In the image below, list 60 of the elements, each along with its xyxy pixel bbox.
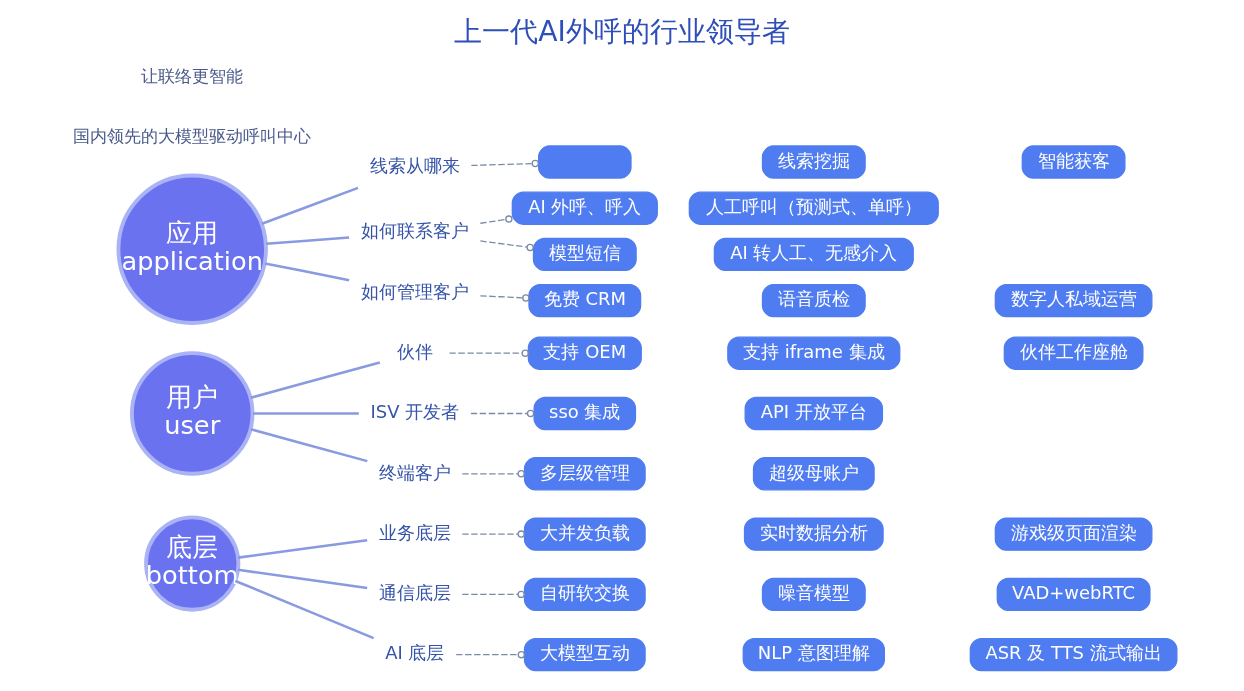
- connector: [266, 236, 350, 246]
- node-box: API 开放平台: [744, 396, 884, 431]
- node-box: 语音质检: [761, 283, 866, 318]
- diagram-title: 上一代AI外呼的行业领导者: [454, 14, 790, 48]
- node-box: 多层级管理: [523, 457, 646, 491]
- node-circle: 底层 bottom: [144, 515, 241, 612]
- connector: [250, 427, 368, 463]
- node-text: 终端客户: [378, 461, 451, 483]
- node-box: 实时数据分析: [743, 517, 884, 551]
- node-text: 伙伴: [396, 340, 433, 362]
- connector: [250, 361, 381, 400]
- connector: [479, 294, 530, 302]
- node-box: AI 外呼、呼入: [511, 191, 658, 225]
- node-text: 业务底层: [378, 521, 451, 543]
- node-box: VAD+webRTC: [996, 577, 1151, 612]
- node-box: 线索挖掘: [761, 145, 866, 179]
- connector: [253, 412, 359, 415]
- node-text: 通信底层: [378, 582, 451, 604]
- connector: [237, 539, 368, 559]
- node-box: 自研软交换: [523, 577, 646, 612]
- node-box: 模型短信: [532, 237, 637, 272]
- node-box: ASR 及 TTS 流式输出: [969, 638, 1178, 672]
- node-box: 人工呼叫（预测式、单呼）: [688, 191, 939, 225]
- node-box: NLP 意图理解: [742, 638, 885, 672]
- connector: [234, 579, 375, 640]
- label: 国内领先的大模型驱动呼叫中心: [73, 127, 312, 147]
- node-box: 支持 iframe 集成: [727, 336, 901, 370]
- node-circle: 应用 application: [116, 173, 268, 325]
- node-text: 如何联系客户: [360, 220, 469, 242]
- connector: [448, 349, 529, 357]
- node-box: 伙伴工作座舱: [1003, 336, 1144, 370]
- connector: [479, 215, 513, 224]
- node-text: 如何管理客户: [360, 280, 469, 302]
- label: 让联络更智能: [141, 66, 244, 86]
- connector: [479, 240, 534, 252]
- node-text: AI 底层: [385, 642, 445, 664]
- node-box: 游戏级页面渲染: [994, 517, 1153, 551]
- connector: [461, 590, 525, 599]
- connector: [455, 650, 526, 659]
- node-box: 大模型互动: [523, 638, 646, 672]
- node-box: 支持 OEM: [527, 336, 642, 370]
- node-box: 大并发负载: [523, 517, 646, 551]
- node-box: 噪音模型: [761, 577, 866, 612]
- node-box: [537, 145, 632, 179]
- connector: [461, 530, 525, 538]
- node-box: 数字人私域运营: [994, 283, 1153, 318]
- connector: [264, 262, 350, 282]
- node-box: sso 集成: [533, 396, 637, 431]
- node-box: 智能获客: [1021, 145, 1126, 179]
- node-circle: 用户 user: [130, 351, 255, 476]
- connector: [470, 409, 535, 418]
- connector: [261, 186, 359, 225]
- connector: [461, 470, 525, 478]
- node-box: 超级母账户: [752, 457, 875, 491]
- connector: [470, 159, 539, 168]
- connector: [237, 568, 368, 590]
- node-text: ISV 开发者: [370, 401, 460, 423]
- node-box: AI 转人工、无感介入: [713, 237, 914, 272]
- node-text: 线索从哪来: [369, 154, 460, 176]
- node-box: 免费 CRM: [528, 283, 642, 318]
